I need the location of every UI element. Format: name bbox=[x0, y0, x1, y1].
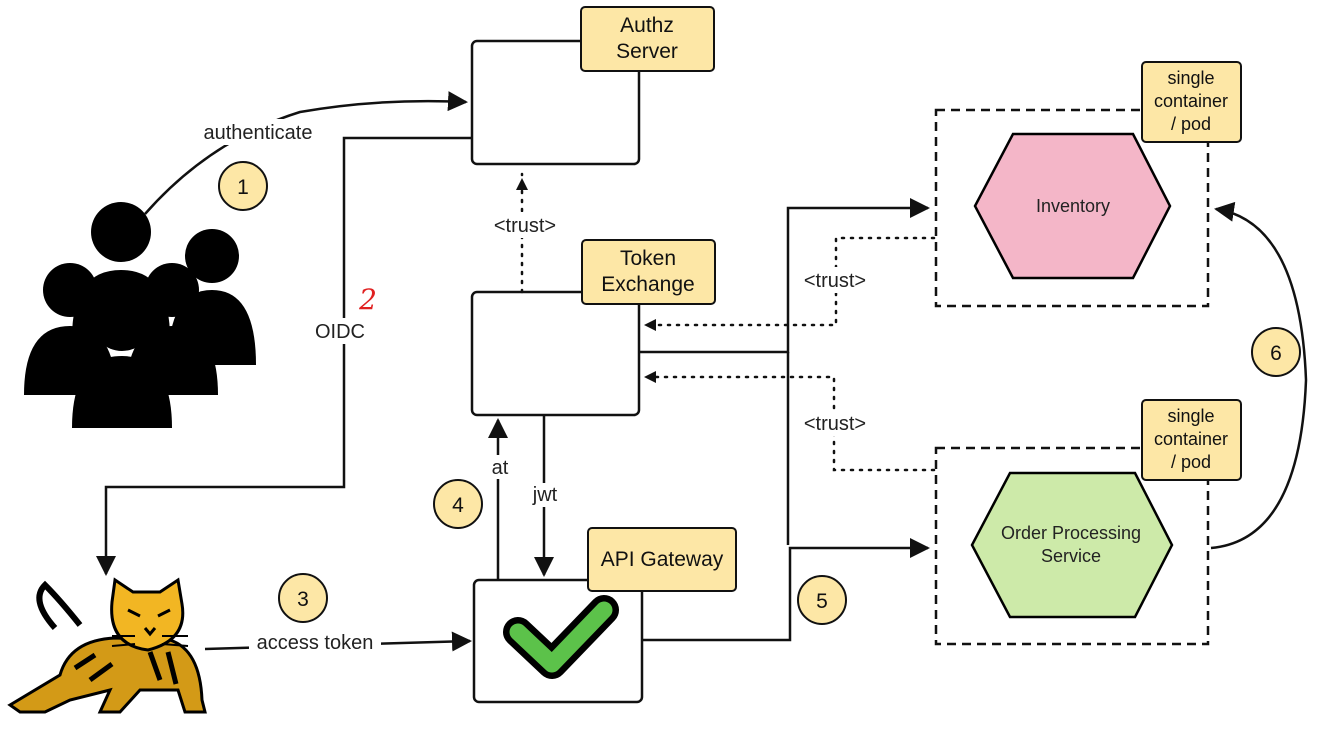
step-badge-6: 6 bbox=[1251, 327, 1301, 377]
svg-text:3: 3 bbox=[297, 588, 309, 611]
trust-order-label: <trust> bbox=[804, 413, 866, 435]
step-badge-1: 1 bbox=[218, 161, 268, 211]
container-bottom-boundary bbox=[934, 446, 1210, 646]
jwt-label-bg bbox=[530, 483, 560, 507]
step-badge-5: 5 bbox=[797, 575, 847, 625]
container-top-tag bbox=[1141, 61, 1242, 143]
container-top-boundary bbox=[934, 108, 1210, 308]
token-exchange-label-1: Token bbox=[620, 247, 676, 270]
checkmark-icon bbox=[503, 595, 619, 679]
access-token-label: access token bbox=[257, 632, 374, 654]
oidc-label: OIDC bbox=[315, 321, 365, 343]
order-processing-service[interactable] bbox=[970, 471, 1174, 619]
svg-text:1: 1 bbox=[237, 176, 249, 199]
container-bottom-label-3: / pod bbox=[1171, 452, 1211, 472]
authenticate-arrow bbox=[144, 91, 468, 215]
inventory-label: Inventory bbox=[1036, 196, 1110, 216]
trust-inventory-label-bg bbox=[797, 267, 873, 293]
svg-text:5: 5 bbox=[816, 590, 828, 613]
trust-order-line bbox=[650, 375, 936, 472]
jwt-label: jwt bbox=[532, 484, 558, 506]
authz-server-label-1: Authz bbox=[620, 14, 674, 37]
access-token-label-bg bbox=[249, 630, 381, 656]
inventory-service[interactable] bbox=[973, 132, 1172, 280]
trust-authz-arrowhead bbox=[516, 178, 528, 190]
authz-server-label-2: Server bbox=[616, 40, 678, 63]
exchange-to-inventory-arrow bbox=[639, 198, 930, 354]
api-gateway-tag bbox=[587, 527, 737, 592]
svg-text:4: 4 bbox=[452, 494, 464, 517]
container-top-label-1: single bbox=[1167, 68, 1214, 88]
token-exchange-box[interactable] bbox=[470, 290, 641, 417]
trust-order-label-bg bbox=[797, 410, 873, 436]
svg-text:6: 6 bbox=[1270, 342, 1282, 365]
container-bottom-tag bbox=[1141, 399, 1242, 481]
gateway-to-order-arrow bbox=[642, 538, 930, 642]
trust-authz-label-bg bbox=[488, 212, 562, 238]
trust-order-arrowhead bbox=[644, 371, 656, 383]
at-label: at bbox=[492, 457, 509, 479]
tomcat-icon bbox=[7, 577, 207, 714]
token-exchange-tag bbox=[581, 239, 716, 305]
step-badge-3: 3 bbox=[278, 573, 328, 623]
step-badge-4: 4 bbox=[433, 479, 483, 529]
oidc-arrow bbox=[96, 136, 472, 576]
order-to-inventory-arrow bbox=[1210, 201, 1308, 550]
container-top-label-3: / pod bbox=[1171, 114, 1211, 134]
at-label-bg bbox=[488, 455, 510, 479]
api-gateway-label: API Gateway bbox=[601, 548, 724, 571]
trust-inventory-arrowhead bbox=[644, 319, 656, 331]
users-group-icon bbox=[24, 202, 256, 428]
token-exchange-label-2: Exchange bbox=[601, 273, 694, 296]
order-processing-label-1: Order Processing bbox=[1001, 523, 1141, 543]
oidc-label-bg bbox=[311, 318, 373, 344]
authenticate-label: authenticate bbox=[204, 122, 313, 144]
container-top-label-2: container bbox=[1154, 91, 1228, 111]
authenticate-label-bg bbox=[196, 119, 320, 145]
container-bottom-label-1: single bbox=[1167, 406, 1214, 426]
authz-server-tag bbox=[580, 6, 715, 72]
trust-authz-label: <trust> bbox=[494, 215, 556, 237]
order-processing-label-2: Service bbox=[1041, 546, 1101, 566]
trust-inventory-label: <trust> bbox=[804, 270, 866, 292]
oidc-step-annotation: 2 bbox=[358, 283, 377, 316]
container-bottom-label-2: container bbox=[1154, 429, 1228, 449]
